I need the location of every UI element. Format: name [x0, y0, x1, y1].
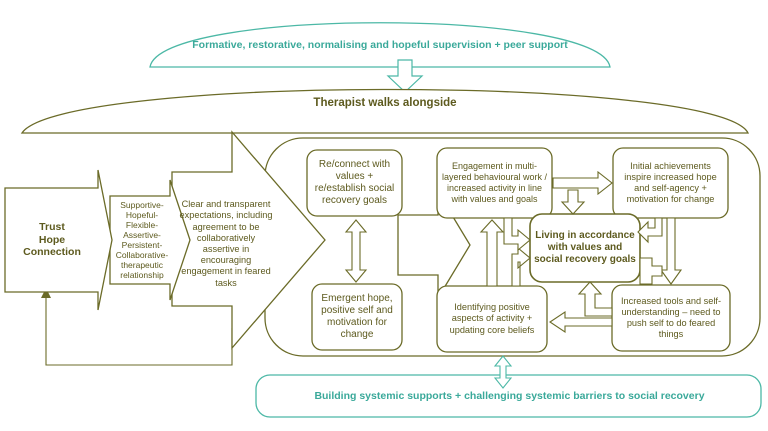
living-in-accordance-label: Living in accordance with values and soc… — [534, 229, 636, 266]
emergent-hope-label: Emergent hope, positive self and motivat… — [321, 292, 393, 341]
engagement-label: Engagement in multi-layered behavioural … — [441, 161, 548, 204]
arrow-engagement-to-initial — [552, 170, 613, 196]
arrow-identifying-to-engagement — [479, 219, 505, 287]
supervision-dome — [149, 22, 611, 68]
expectations-arrow-shape — [171, 130, 326, 350]
expectations-label: Clear and transparent expectations, incl… — [179, 199, 273, 288]
relationship-qualities-label: Supportive- Hopeful- Flexible- Assertive… — [115, 199, 169, 281]
box-reconnect — [306, 149, 403, 217]
box-emergent — [311, 283, 403, 351]
increased-tools-label: Increased tools and self-understanding –… — [620, 295, 722, 340]
supervision-label: Formative, restorative, normalising and … — [192, 38, 568, 51]
arrow-identifying-to-living — [511, 246, 531, 287]
arrow-initial-to-living — [637, 217, 663, 244]
arrow-initial-to-tools — [659, 217, 683, 285]
arrow-engagement-to-living — [560, 189, 586, 215]
trust-hope-connection-label: Trust Hope Connection — [23, 220, 81, 259]
box-living — [529, 213, 641, 283]
therapist-dome — [20, 88, 750, 134]
arrow-tools-up-to-living — [577, 281, 613, 317]
reconnect-label: Re/connect with values + re/establish so… — [314, 158, 395, 207]
box-engagement — [436, 147, 553, 219]
trust-arrow-shape — [4, 169, 113, 311]
supervision-down-arrow — [386, 59, 424, 93]
systemic-box — [255, 374, 762, 418]
feedback-arrow-head — [41, 288, 51, 298]
systemic-label: Building systemic supports + challenging… — [314, 389, 705, 402]
initial-achievements-label: Initial achievements inspire increased h… — [624, 160, 717, 205]
double-arrow-vertical — [344, 219, 368, 283]
systemic-double-arrow — [493, 355, 513, 389]
arrow-engagement-down-to-living — [503, 217, 531, 252]
arrow-tools-to-living — [639, 257, 663, 285]
qualities-arrow-shape — [109, 179, 191, 301]
identifying-positive-label: Identifying positive aspects of activity… — [449, 302, 535, 335]
therapist-walks-alongside-label: Therapist walks alongside — [313, 96, 457, 109]
arrow-tools-to-identifying — [549, 310, 613, 334]
